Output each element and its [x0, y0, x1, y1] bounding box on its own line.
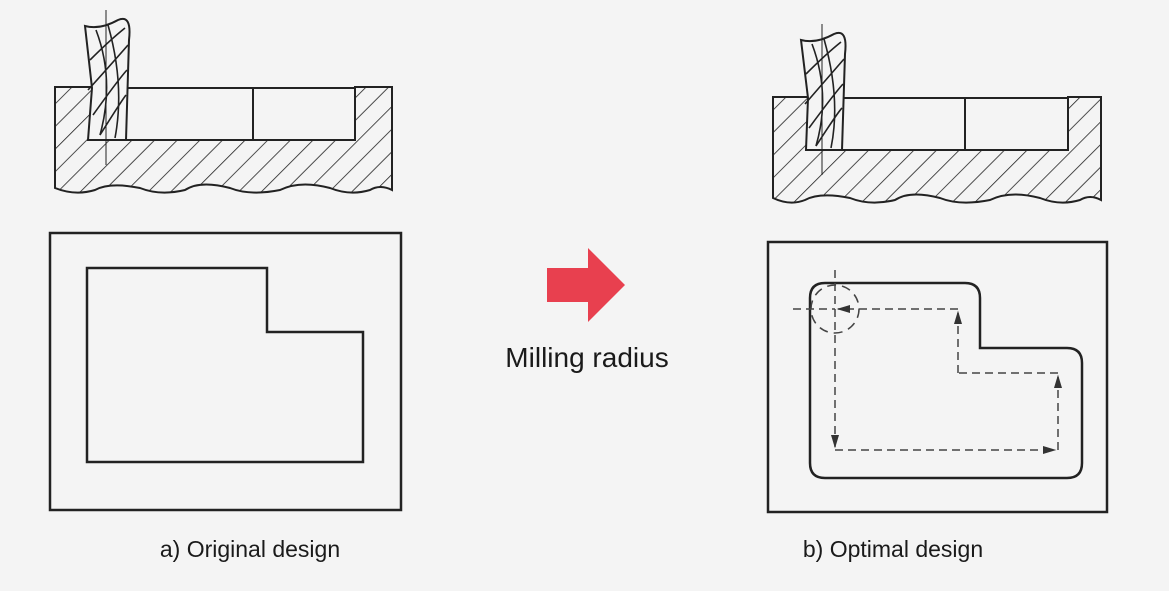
caption-original: a) Original design	[159, 536, 341, 562]
workpiece-outline	[766, 240, 1109, 514]
right-arrow-icon	[547, 248, 625, 322]
workpiece-hatched	[772, 96, 1102, 204]
caption-optimal: b) Optimal design	[802, 536, 984, 562]
optimal-section-view	[772, 24, 1102, 204]
arrow-label: Milling radius	[505, 342, 669, 373]
rounded-corner-pocket	[808, 281, 1084, 480]
end-mill-tool	[799, 24, 847, 175]
milling-radius-circle	[810, 284, 860, 334]
original-section-view	[54, 10, 393, 194]
optimal-plan-view	[766, 240, 1109, 514]
tool-path	[793, 270, 1063, 455]
workpiece-hatched	[54, 86, 393, 194]
end-mill-tool	[83, 10, 131, 165]
original-plan-view	[48, 231, 403, 512]
workpiece-outline	[48, 231, 403, 512]
sharp-corner-pocket	[85, 266, 365, 464]
